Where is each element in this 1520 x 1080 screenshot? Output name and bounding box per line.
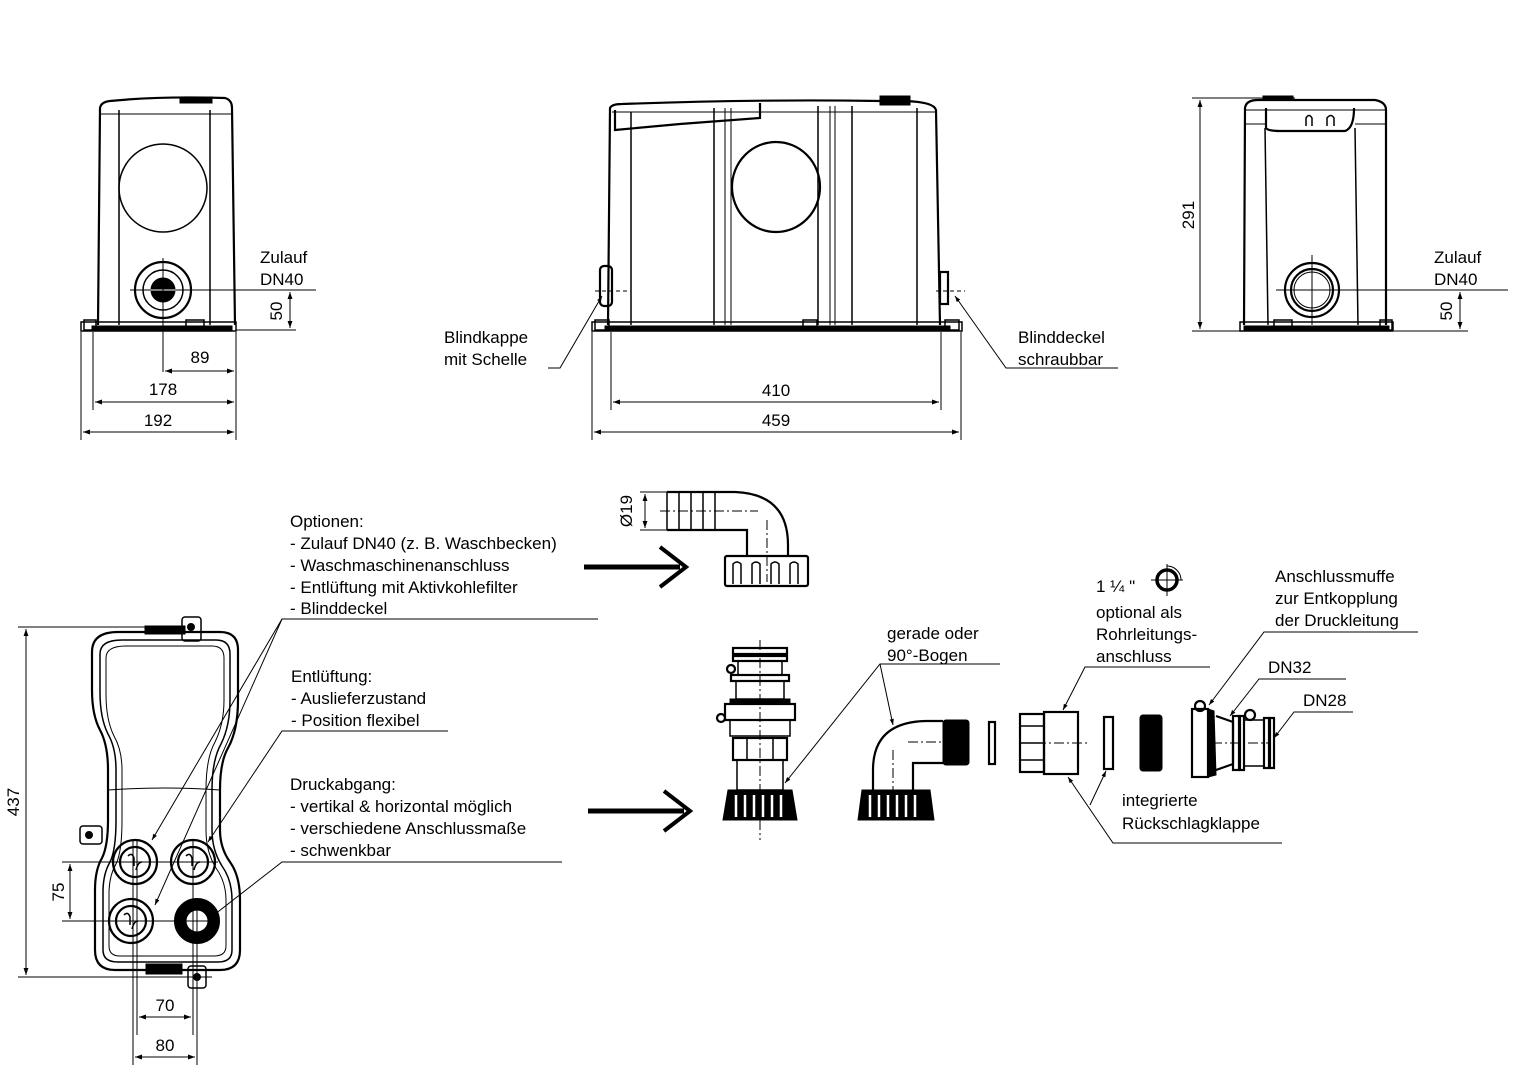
optionen-heading: Optionen: [290,512,364,531]
arrow-right-icon [584,545,690,589]
zulauf-label-left: Zulauf [260,248,308,267]
pipe-option-line1: optional als [1096,603,1182,622]
dim-75: 75 [49,883,68,902]
optionen-item: - Blinddeckel [290,599,387,618]
dn40-label-right: DN40 [1434,270,1477,289]
dim-178: 178 [149,380,177,399]
mit-schelle-label: mit Schelle [444,350,527,369]
sleeve-label-line3: der Druckleitung [1275,611,1399,630]
entlueftung-heading: Entlüftung: [291,667,372,686]
hose-elbow-part [640,490,810,588]
bend-label-line2: 90°-Bogen [887,646,968,665]
blindkappe-label: Blindkappe [444,328,528,347]
arrow-right-icon [588,789,694,833]
optionen-item: - Waschmaschinenanschluss [290,556,510,575]
straight-connector-part [715,640,798,840]
top-view [18,616,598,1065]
dim-70: 70 [156,996,175,1015]
thread-symbol-icon [1151,564,1183,596]
dim-410: 410 [762,381,790,400]
druckabgang-item: - schwenkbar [290,841,391,860]
dim-89: 89 [191,348,210,367]
check-valve-flap [1102,715,1115,771]
elbow-90-part [857,719,970,821]
notes-optionen: Optionen: - Zulauf DN40 (z. B. Waschbeck… [290,512,557,618]
pipe-option-line3: anschluss [1096,647,1172,666]
thread-adapter [1139,714,1163,772]
entlueftung-item: - Auslieferzustand [291,689,426,708]
connection-sleeve-part [1190,699,1276,779]
dim-437: 437 [4,788,23,816]
druckabgang-heading: Druckabgang: [290,775,396,794]
check-valve-union-part [1018,710,1163,776]
zulauf-label-right: Zulauf [1434,248,1482,267]
druckabgang-item: - vertikal & horizontal möglich [290,797,512,816]
check-valve-line2: Rückschlagklappe [1122,814,1260,833]
schraubbar-label: schraubbar [1018,350,1103,369]
dim-459: 459 [762,411,790,430]
entlueftung-item: - Position flexibel [291,711,420,730]
bend-label-line1: gerade oder [887,624,979,643]
notes-entlueftung: Entlüftung: - Auslieferzustand - Positio… [291,667,426,730]
optionen-item: - Zulauf DN40 (z. B. Waschbecken) [290,534,557,553]
blinddeckel-label: Blinddeckel [1018,328,1105,347]
dn32-label: DN32 [1268,658,1311,677]
dn28-label: DN28 [1303,691,1346,710]
optionen-item: - Entlüftung mit Aktivkohlefilter [290,578,518,597]
check-valve-line1: integrierte [1122,791,1198,810]
dim-192: 192 [144,411,172,430]
dim-inlet-height-right: 50 [1437,302,1456,321]
gasket-part [987,720,997,766]
dim-80: 80 [156,1036,175,1055]
druckabgang-item: - verschiedene Anschlussmaße [290,819,526,838]
sleeve-label-line1: Anschlussmuffe [1275,567,1395,586]
side-view-right [1192,95,1508,332]
pipe-option-line2: Rohrleitungs- [1096,625,1197,644]
front-view [548,95,1118,440]
dn40-label-left: DN40 [260,270,303,289]
sleeve-label-line2: zur Entkopplung [1275,589,1398,608]
thread-size-label: 1 ¼ " [1096,577,1135,596]
notes-druckabgang: Druckabgang: - vertikal & horizontal mög… [290,775,526,860]
dim-291: 291 [1179,201,1198,229]
dim-inlet-height-left: 50 [267,302,286,321]
side-view-left [80,96,316,440]
dim-diameter-19: Ø19 [617,495,636,527]
